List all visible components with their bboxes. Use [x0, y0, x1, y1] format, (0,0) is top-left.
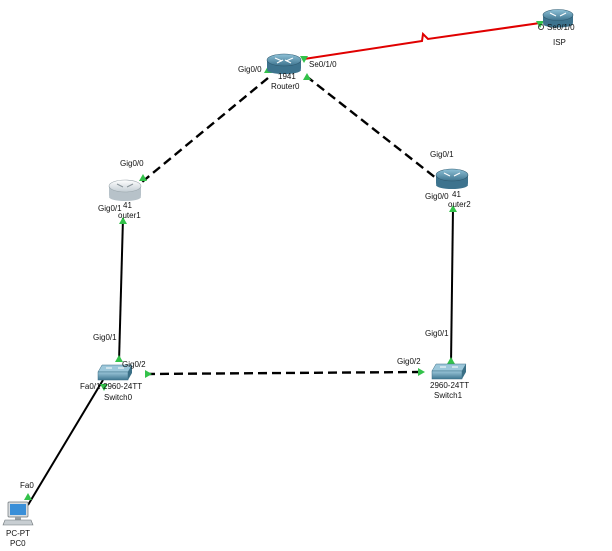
serial-link-router0-isp[interactable] [303, 22, 541, 60]
port-up-indicator [139, 174, 147, 181]
switch-icon [431, 363, 467, 380]
link-router0-router2[interactable] [305, 75, 442, 183]
device-model-label: 2960-24TT [430, 381, 469, 390]
device-name-label: Router0 [271, 82, 300, 91]
device-switch1[interactable]: 2960-24TT Switch1 [430, 363, 469, 400]
router-icon [435, 168, 469, 189]
clock-icon [538, 23, 545, 30]
router-icon [108, 179, 142, 201]
port-label: Gig0/1 [430, 150, 454, 159]
port-label: Gig0/1 [98, 204, 122, 213]
device-name-label: ISP [553, 38, 566, 47]
port-up-indicator [145, 370, 152, 378]
device-router0[interactable]: 1941 Router0 [266, 53, 302, 91]
port-label: Fa0/1 [80, 382, 101, 391]
device-model-label: 1941 [278, 72, 296, 81]
link-switch0-pc0[interactable] [27, 379, 104, 506]
port-up-indicator [100, 384, 108, 391]
device-name-label: Switch0 [104, 393, 133, 402]
port-status-indicators [24, 21, 544, 500]
device-model-label: PC-PT [6, 529, 30, 538]
device-pc0[interactable]: PC-PT PC0 [2, 501, 34, 548]
port-up-indicator [24, 493, 32, 500]
port-label: Gig0/0 [120, 159, 144, 168]
link-router1-switch0[interactable] [118, 217, 124, 363]
link-router0-router1[interactable] [141, 77, 269, 183]
port-label: Gig0/0 [238, 65, 262, 74]
switch-icon [97, 364, 133, 381]
link-switch0-switch1[interactable] [145, 370, 421, 376]
pc-icon [2, 501, 34, 526]
device-switch0[interactable]: 2960-24TT Switch0 [97, 364, 142, 402]
port-up-indicator [418, 368, 425, 376]
port-up-indicator [447, 357, 455, 364]
port-up-indicator [119, 217, 127, 224]
device-model-label: 41 [452, 190, 461, 199]
device-name-label: outer2 [448, 200, 471, 209]
link-router2-switch1[interactable] [450, 207, 454, 365]
device-name-label: Switch1 [434, 391, 463, 400]
device-name-label: outer1 [118, 211, 141, 220]
device-router2[interactable]: 41 outer2 [435, 168, 471, 209]
port-label: Gig0/1 [425, 329, 449, 338]
device-router1[interactable]: 41 outer1 [108, 179, 142, 220]
port-label: Gig0/2 [397, 357, 421, 366]
port-label: Gig0/0 [425, 192, 449, 201]
port-up-indicator [300, 56, 308, 63]
port-label: Gig0/1 [93, 333, 117, 342]
port-up-indicator [303, 73, 311, 80]
port-label: Se0/1/0 [547, 23, 575, 32]
port-up-indicator [449, 205, 457, 212]
port-label: Fa0 [20, 481, 34, 490]
device-model-label: 2960-24TT [103, 382, 142, 391]
device-model-label: 41 [123, 201, 132, 210]
links [27, 22, 541, 506]
device-name-label: PC0 [10, 539, 26, 548]
port-label: Se0/1/0 [309, 60, 337, 69]
port-label: Gig0/2 [122, 360, 146, 369]
router-icon [542, 9, 574, 28]
port-labels: Gig0/0 Se0/1/0 Se0/1/0 Gig0/0 Gig0/1 Gig… [20, 23, 575, 490]
port-up-indicator [115, 355, 123, 362]
device-isp[interactable]: ISP [538, 9, 574, 48]
router-icon [266, 53, 302, 74]
